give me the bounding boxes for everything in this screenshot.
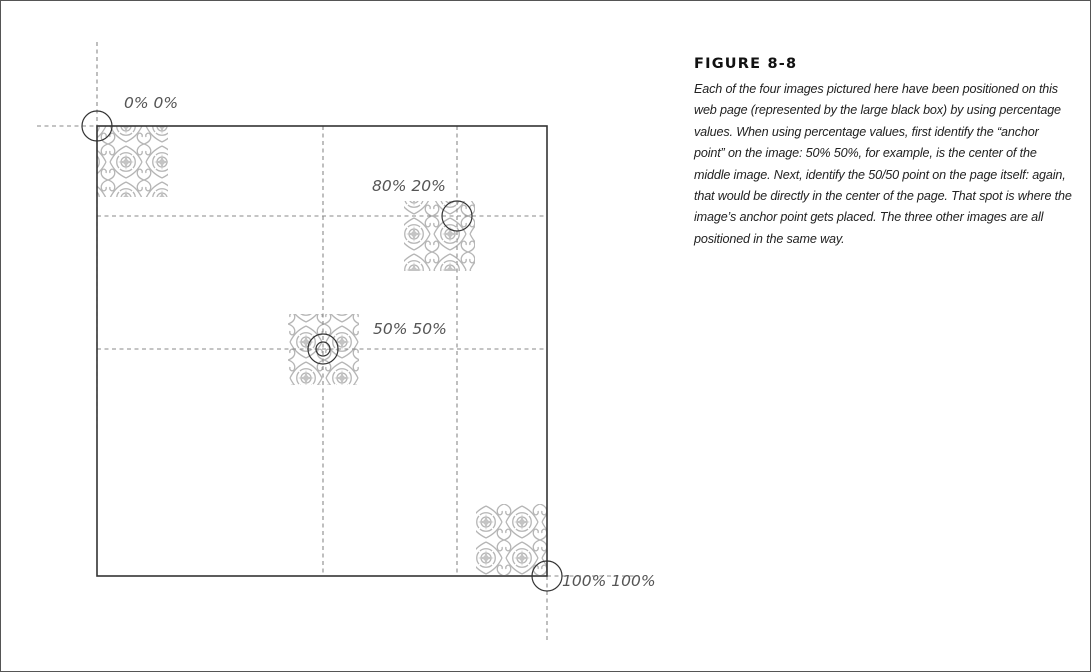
label-100-100: 100% 100% (562, 572, 656, 590)
tile-bottom-right (476, 504, 547, 575)
figure-title: FIGURE 8-8 (694, 56, 797, 72)
label-50-50: 50% 50% (373, 320, 447, 338)
label-0-0: 0% 0% (124, 94, 178, 112)
figure-caption: Each of the four images pictured here ha… (694, 79, 1072, 250)
tile-upper-right (404, 201, 475, 271)
label-80-20: 80% 20% (372, 177, 446, 195)
